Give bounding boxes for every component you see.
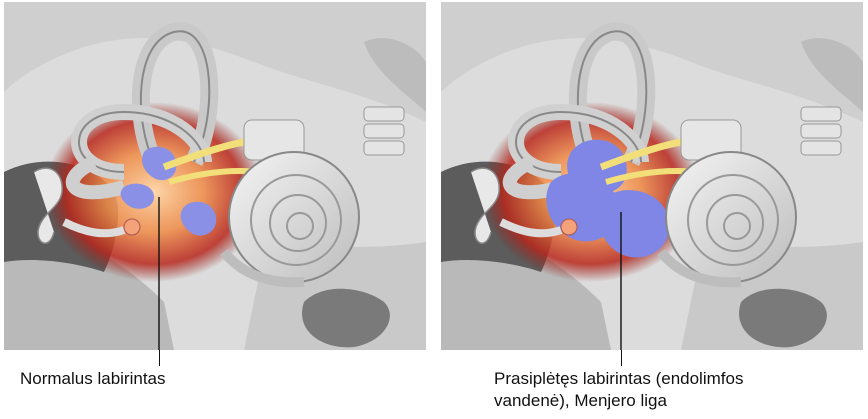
- caption-line-1: Prasiplėtęs labirintas (endolimfos: [494, 368, 743, 390]
- dilated-labyrinth-caption: Prasiplėtęs labirintas (endolimfos vande…: [494, 368, 743, 412]
- normal-labyrinth-caption: Normalus labirintas: [20, 368, 166, 390]
- left-pointer-tail: [159, 350, 160, 366]
- right-pointer-tail: [621, 350, 622, 366]
- normal-labyrinth-illustration: [4, 2, 426, 350]
- dilated-labyrinth-illustration: [441, 2, 863, 350]
- caption-line-2: vandenė), Menjero liga: [494, 390, 743, 412]
